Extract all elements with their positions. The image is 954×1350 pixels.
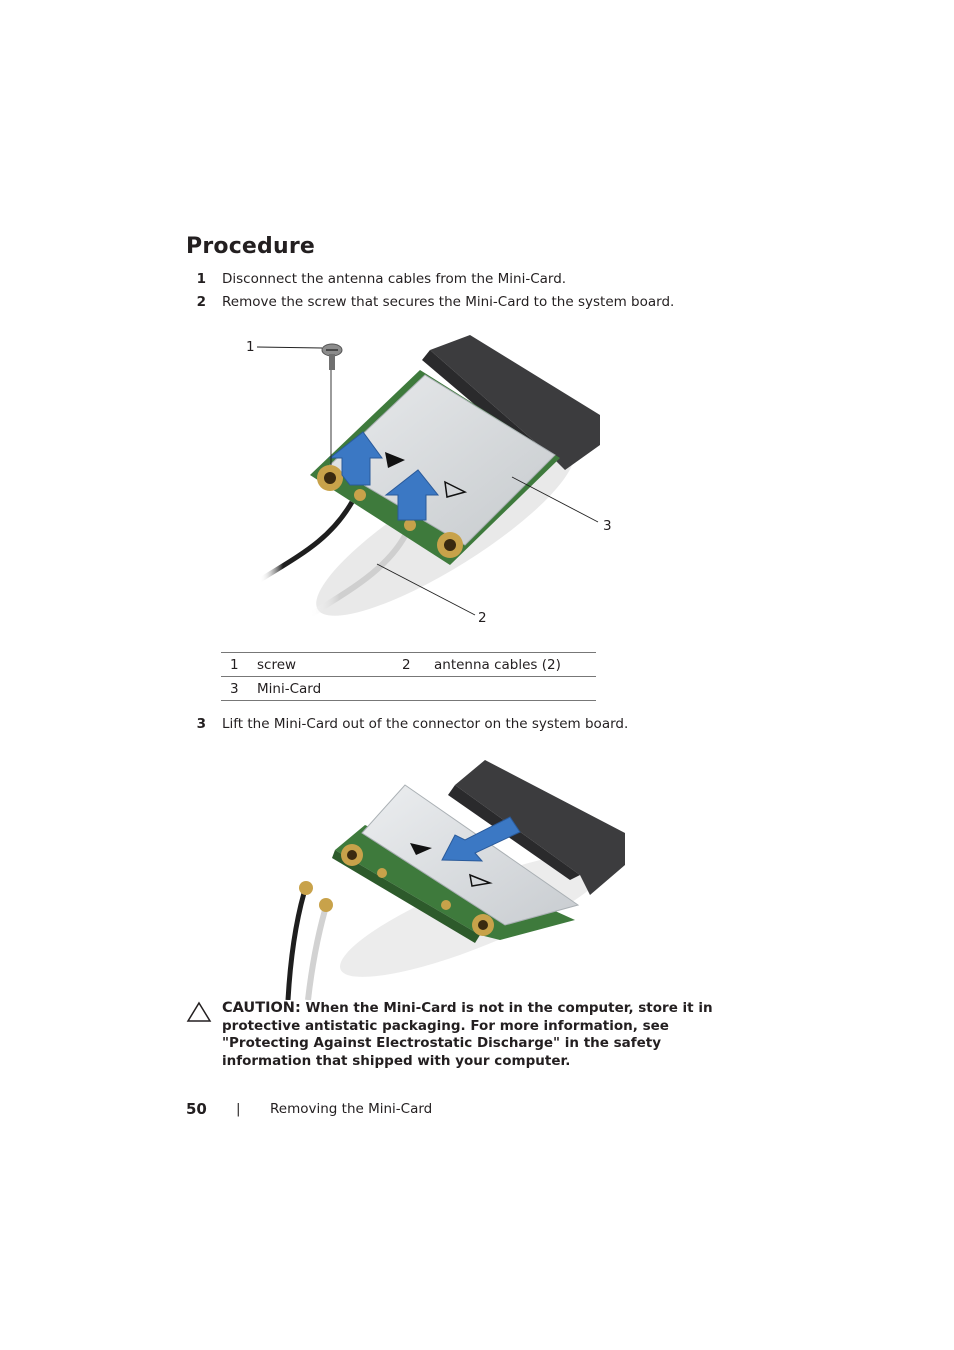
caution-triangle-icon <box>186 1001 212 1022</box>
step-2: 2 Remove the screw that secures the Mini-… <box>186 293 675 311</box>
step-text: Remove the screw that secures the Mini-C… <box>222 294 675 310</box>
page-number: 50 <box>186 1100 207 1118</box>
legend-number: 2 <box>402 652 434 677</box>
step-text: Disconnect the antenna cables from the M… <box>222 271 567 287</box>
callout-2: 2 <box>478 610 487 626</box>
step-number: 3 <box>196 716 206 732</box>
footer-section-title: Removing the Mini-Card <box>270 1101 433 1117</box>
table-row: 3 Mini-Card <box>221 676 596 701</box>
antenna-connector-icon <box>299 881 333 912</box>
legend-number <box>402 676 434 701</box>
figure-lift-minicard <box>285 760 625 1000</box>
callout-1: 1 <box>246 339 255 355</box>
legend-label: screw <box>257 652 402 677</box>
step-1: 1 Disconnect the antenna cables from the … <box>186 270 567 288</box>
table-row: 1 screw 2 antenna cables (2) <box>221 652 596 677</box>
slide-arrow-icon <box>441 816 521 862</box>
step-number: 1 <box>196 271 206 287</box>
legend-label: Mini-Card <box>257 676 402 701</box>
figure-disconnect-cables <box>256 335 600 618</box>
page-heading: Procedure <box>186 234 316 259</box>
lift-arrow-icon <box>328 431 440 521</box>
callout-3: 3 <box>603 518 612 534</box>
callout-legend-table: 1 screw 2 antenna cables (2) 3 Mini-Card <box>221 652 596 701</box>
step-3: 3 Lift the Mini-Card out of the connector… <box>186 715 629 733</box>
legend-label <box>434 676 596 701</box>
legend-label: antenna cables (2) <box>434 652 596 677</box>
legend-number: 1 <box>221 652 257 677</box>
screw-icon <box>321 343 343 370</box>
caution-text: When the Mini-Card is not in the compute… <box>222 1000 713 1070</box>
step-text: Lift the Mini-Card out of the connector … <box>222 716 629 732</box>
footer-separator: | <box>236 1101 241 1117</box>
step-number: 2 <box>196 294 206 310</box>
caution-notice: CAUTION: When the Mini-Card is not in th… <box>186 1000 746 1071</box>
caution-label: CAUTION: <box>222 1000 301 1016</box>
legend-number: 3 <box>221 676 257 701</box>
